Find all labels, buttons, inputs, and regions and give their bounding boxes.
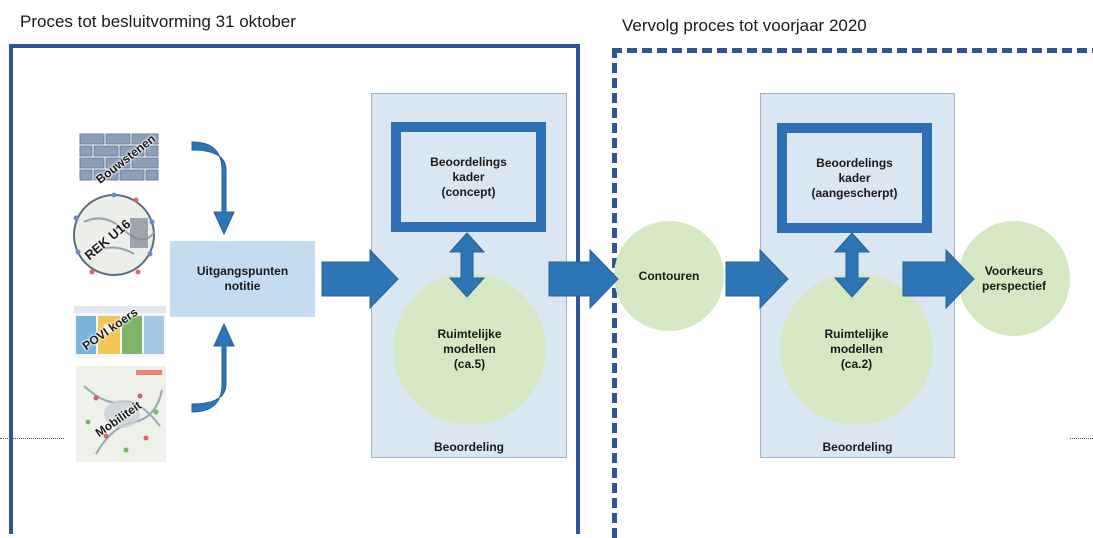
input-bouwstenen: Bouwstenen bbox=[78, 130, 162, 190]
voorkeur-label: Voorkeurs perspectief bbox=[981, 263, 1047, 293]
bent-arrow-down bbox=[191, 141, 235, 236]
kader-label: Beoordelings kader (aangescherpt) bbox=[811, 155, 898, 200]
brick-wall-image bbox=[78, 130, 162, 190]
arrow-contouren-to-panel2 bbox=[725, 248, 789, 310]
arrow-panel1-to-contouren bbox=[548, 248, 619, 310]
arrow-notitie-to-panel bbox=[321, 248, 399, 310]
policy-brochure-image bbox=[74, 306, 166, 358]
arrow-panel2-to-voorkeur bbox=[902, 248, 975, 310]
dotted-line-right bbox=[1070, 438, 1093, 439]
bent-arrow-up bbox=[191, 322, 235, 413]
input-povi-koers: POVI koers bbox=[74, 306, 166, 358]
modellen-label: Ruimtelijke modellen (ca.2) bbox=[824, 326, 889, 371]
modellen-label: Ruimtelijke modellen (ca.5) bbox=[437, 326, 502, 371]
kader-label: Beoordelings kader (concept) bbox=[430, 154, 507, 199]
voorkeurs-perspectief-circle: Voorkeurs perspectief bbox=[958, 221, 1070, 336]
circular-map-image bbox=[73, 192, 155, 276]
double-arrow-1 bbox=[448, 232, 486, 298]
dotted-line-left bbox=[0, 438, 64, 439]
ruimtelijke-modellen-1: Ruimtelijke modellen (ca.5) bbox=[393, 273, 546, 425]
mobility-map-image bbox=[76, 366, 166, 462]
beoordelingskader-aangescherpt: Beoordelings kader (aangescherpt) bbox=[777, 123, 932, 233]
heading-left: Proces tot besluitvorming 31 oktober bbox=[20, 12, 296, 31]
beoordeling-label-2: Beoordeling bbox=[822, 440, 893, 454]
double-arrow-2 bbox=[833, 232, 871, 298]
contouren-circle: Contouren bbox=[614, 221, 724, 331]
notitie-label: Uitgangspunten notitie bbox=[196, 264, 289, 293]
heading-right: Vervolg proces tot voorjaar 2020 bbox=[622, 16, 867, 35]
input-rek-u16: REK U16 bbox=[64, 192, 164, 278]
beoordeling-label-1: Beoordeling bbox=[433, 440, 504, 454]
contouren-label: Contouren bbox=[638, 268, 700, 283]
arrows-layer bbox=[191, 141, 975, 413]
input-mobiliteit: Mobiliteit bbox=[76, 366, 166, 462]
ruimtelijke-modellen-2: Ruimtelijke modellen (ca.2) bbox=[780, 273, 933, 425]
beoordelingskader-concept: Beoordelings kader (concept) bbox=[391, 122, 546, 232]
phase2-frame bbox=[612, 48, 1093, 538]
uitgangspunten-notitie: Uitgangspunten notitie bbox=[170, 241, 315, 317]
